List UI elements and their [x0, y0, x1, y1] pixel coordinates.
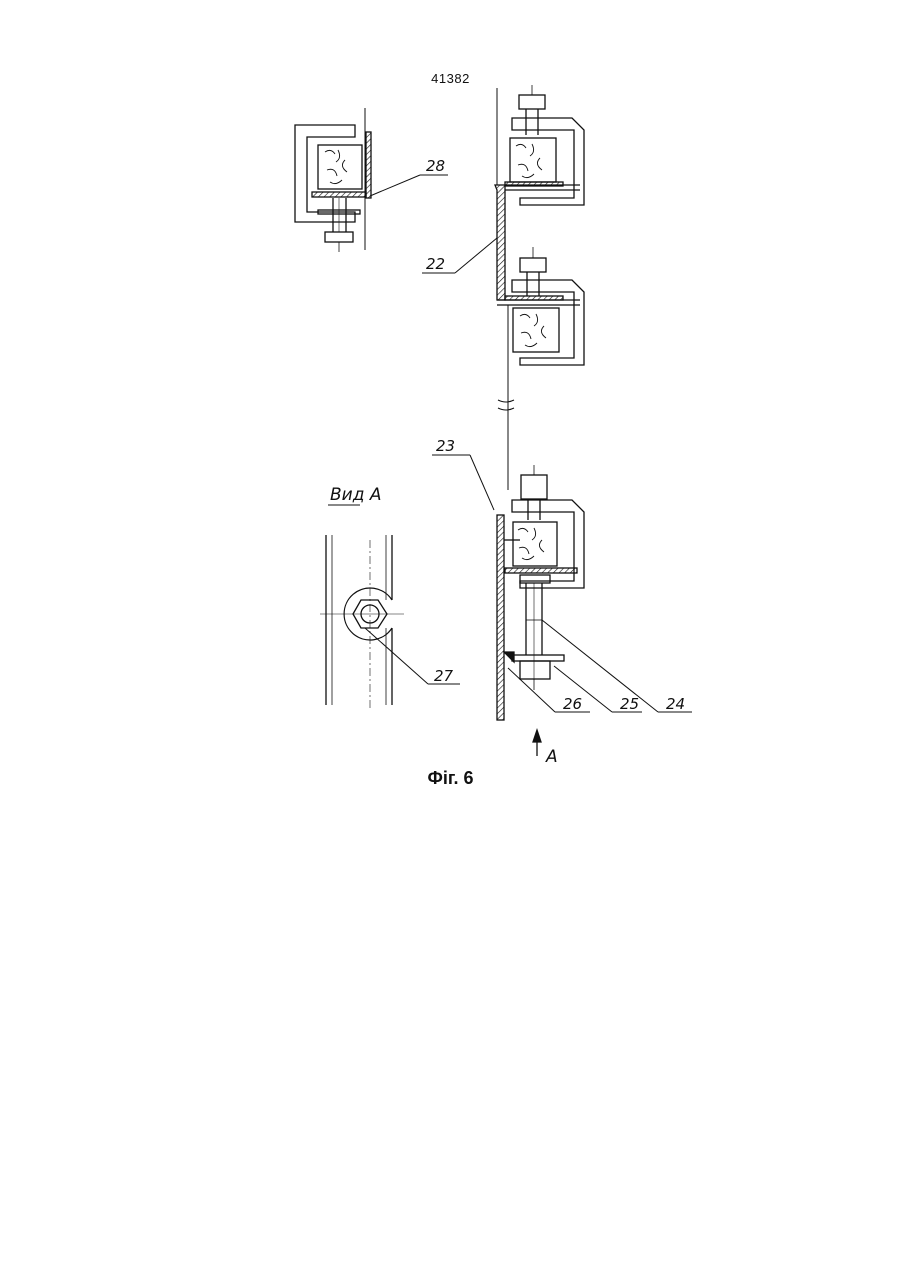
figure-caption: Фіг. 6 [0, 768, 901, 789]
label-25: 25 [620, 695, 639, 713]
view-arrow-a [533, 730, 541, 756]
label-26: 26 [563, 695, 582, 713]
clamp-1 [505, 85, 584, 205]
label-24: 24 [666, 695, 685, 713]
label-28: 28 [426, 157, 445, 175]
label-arrow-a: А [545, 747, 558, 767]
clamp-2 [505, 247, 584, 365]
label-23: 23 [436, 437, 455, 455]
label-27: 27 [434, 667, 454, 685]
detail-28 [295, 108, 448, 252]
label-view-a: Вид А [330, 485, 382, 505]
label-22: 22 [426, 255, 445, 273]
leaders-bottom [508, 620, 692, 712]
clamp-3 [505, 465, 584, 690]
